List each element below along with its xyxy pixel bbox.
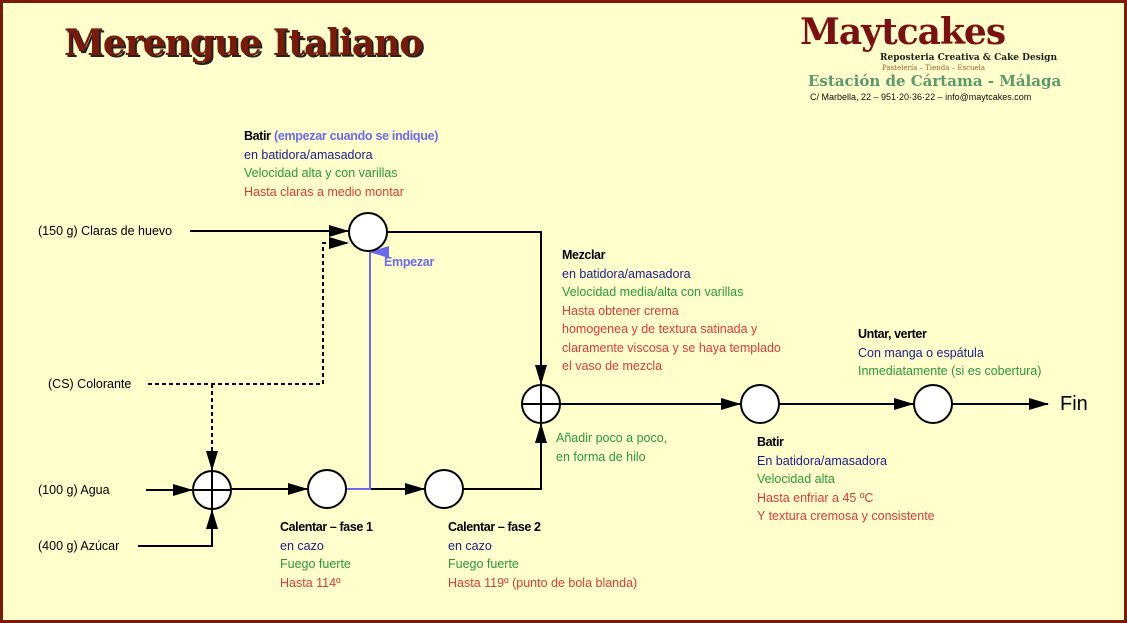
- step-calentar1-node: [307, 469, 347, 509]
- calentar1-title: Calentar – fase 1: [280, 520, 373, 534]
- untar-title: Untar, verter: [858, 327, 927, 341]
- batir1-tool: en batidora/amasadora: [244, 147, 373, 162]
- anadir-text: Añadir poco a poco, en forma de hilo: [556, 429, 667, 466]
- batir1-until: Hasta claras a medio montar: [244, 184, 404, 199]
- mezclar-until: el vaso de mezcla: [562, 359, 663, 373]
- batir2-text: Batir En batidora/amasadora Velocidad al…: [757, 433, 935, 526]
- untar-when: Inmediatamente (si es cobertura): [858, 364, 1042, 378]
- untar-text: Untar, verter Con manga o espátula Inmed…: [858, 325, 1041, 381]
- logo-tagline: Reposteria Creativa & Cake Design: [880, 53, 1058, 63]
- mezclar-until: claramente viscosa y se haya templado: [562, 340, 781, 355]
- mezclar-speed: Velocidad media/alta con varillas: [562, 285, 744, 299]
- flow-batir-to-mix2: [387, 231, 547, 385]
- anadir-line: en forma de hilo: [556, 449, 646, 464]
- logo-location: Estación de Cártama - Málaga: [808, 72, 1062, 90]
- empezar-label: Empezar: [384, 255, 435, 269]
- mezclar-title: Mezclar: [562, 248, 606, 262]
- step-untar-node: [913, 384, 953, 424]
- batir2-until: Y textura cremosa y consistente: [757, 509, 935, 523]
- batir2-until: Hasta enfriar a 45 ºC: [757, 490, 874, 505]
- batir1-title: Batir: [244, 129, 271, 143]
- flow-heat2-to-mix2: [463, 423, 547, 490]
- input-agua: (100 g) Agua: [38, 483, 110, 497]
- calentar2-until: Hasta 119º (punto de bola blanda): [448, 575, 638, 590]
- flow-empezar-signal: [346, 246, 389, 490]
- calentar1-heat: Fuego fuerte: [280, 557, 351, 571]
- calentar1-text: Calentar – fase 1 en cazo Fuego fuerte H…: [280, 518, 373, 592]
- input-colorante: (CS) Colorante: [48, 377, 132, 391]
- step-batir1-node: [348, 212, 388, 252]
- step-batir2-node: [740, 384, 780, 424]
- calentar2-tool: en cazo: [448, 538, 492, 553]
- input-azucar: (400 g) Azúcar: [38, 539, 120, 553]
- calentar2-text: Calentar – fase 2 en cazo Fuego fuerte H…: [448, 518, 637, 592]
- logo: Maytcakes Reposteria Creativa & Cake Des…: [800, 11, 1061, 108]
- logo-address: C/ Marbella, 22 – 951·20·36·22 – info@ma…: [810, 92, 1032, 102]
- anadir-line: Añadir poco a poco,: [556, 431, 668, 445]
- batir2-speed: Velocidad alta: [757, 472, 835, 486]
- step-calentar2-node: [424, 469, 464, 509]
- page-title: Merengue Italiano: [64, 22, 423, 64]
- mezclar-until: Hasta obtener crema: [562, 303, 679, 318]
- batir1-speed: Velocidad alta y con varillas: [244, 166, 398, 180]
- input-claras: (150 g) Claras de huevo: [38, 224, 173, 238]
- calentar2-title: Calentar – fase 2: [448, 520, 541, 534]
- mezclar-until: homogenea y de textura satinada y: [562, 322, 758, 336]
- calentar1-tool: en cazo: [280, 538, 324, 553]
- batir1-note: (empezar cuando se indique): [273, 129, 439, 143]
- plus-icon: [193, 471, 231, 509]
- plus-icon: [522, 385, 560, 423]
- logo-name: Maytcakes: [800, 11, 1006, 53]
- batir2-tool: En batidora/amasadora: [757, 453, 887, 468]
- flow-colorante: [148, 237, 349, 385]
- end-label: Fin: [1060, 393, 1088, 415]
- calentar2-heat: Fuego fuerte: [448, 557, 519, 571]
- batir1-text: Batir (empezar cuando se indique) en bat…: [244, 127, 438, 201]
- logo-subtitle: Pastelería – Tienda – Escuela: [882, 64, 986, 72]
- batir2-title: Batir: [757, 435, 784, 449]
- mezclar-tool: en batidora/amasadora: [562, 266, 691, 281]
- calentar1-until: Hasta 114º: [280, 575, 341, 590]
- mezclar-text: Mezclar en batidora/amasadora Velocidad …: [562, 246, 781, 376]
- untar-tool: Con manga o espátula: [858, 345, 984, 360]
- flow-azucar: [138, 509, 218, 547]
